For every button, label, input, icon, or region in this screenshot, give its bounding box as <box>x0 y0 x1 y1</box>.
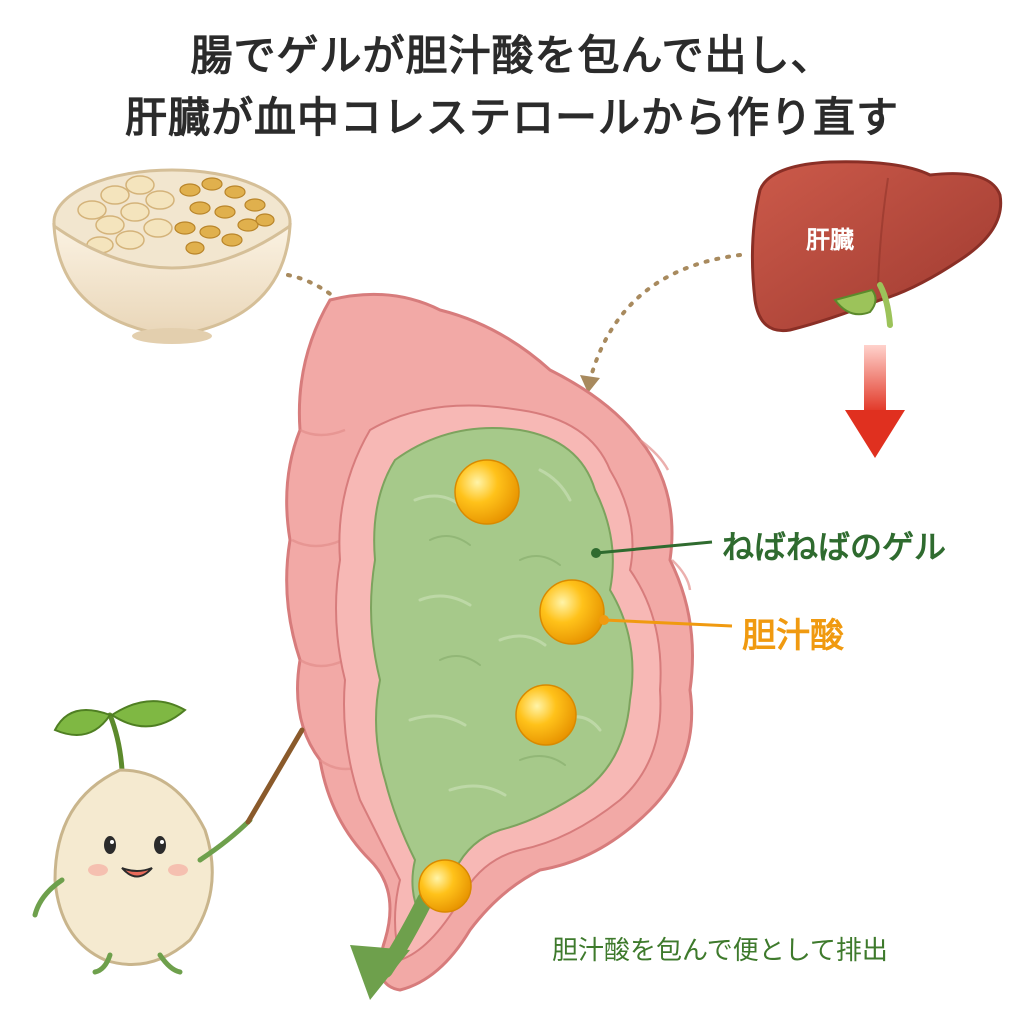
gel-leader-line <box>591 540 713 558</box>
excretion-label: 胆汁酸を包んで便として排出 <box>552 936 888 966</box>
red-down-arrow-icon <box>845 345 905 458</box>
bile-acid-ball-4 <box>418 859 472 913</box>
title-line-1: 腸でゲルが胆汁酸を包んで出し、 <box>190 31 834 80</box>
bile-acid-ball-3 <box>515 684 577 746</box>
title-line-2: 肝臓が血中コレステロールから作り直す <box>124 93 899 142</box>
bile-acid-ball-1 <box>454 459 520 525</box>
gel-mass <box>350 427 634 1000</box>
bile-acid-ball-2 <box>539 579 605 645</box>
liver-label: 肝臓 <box>806 226 854 254</box>
seed-mascot-icon <box>32 700 305 975</box>
bile-acid-label: 胆汁酸 <box>742 616 844 656</box>
dotted-arrow-liver <box>580 253 742 393</box>
liver-icon <box>750 160 1003 333</box>
gel-label: ねばねばのゲル <box>722 528 947 566</box>
oat-bowl-icon <box>52 168 292 344</box>
bile-leader-line <box>599 615 733 628</box>
